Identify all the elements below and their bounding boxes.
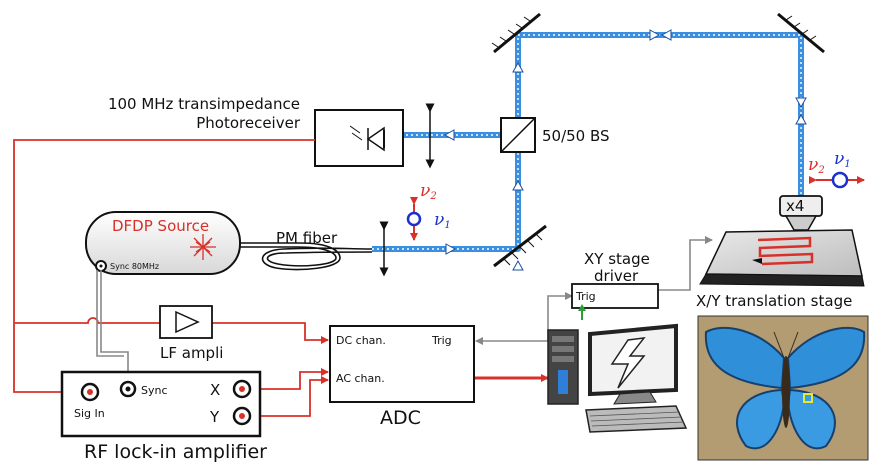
y-output-connector-icon (232, 406, 252, 426)
x-output-connector-icon (232, 379, 252, 399)
xy-driver-label-line2: driver (594, 267, 639, 285)
y-output-label: Y (209, 408, 220, 426)
nu1-label-left: ν1 (434, 210, 451, 231)
sig-in-label: Sig In (74, 407, 105, 420)
butterfly-photo (697, 315, 869, 461)
nu2-label-left: ν2 (420, 181, 437, 202)
pm-fiber-coil (240, 242, 373, 271)
mirror-top-left (491, 12, 541, 54)
sync-connector-icon (95, 260, 107, 272)
lf-ampli-label: LF ampli (160, 344, 223, 362)
translation-stage (699, 229, 865, 287)
polarization-symbol-left: ν2 ν1 (406, 181, 451, 241)
x-output-label: X (210, 381, 220, 399)
polarization-symbol-right: ν2 ν1 (808, 149, 865, 189)
photoreceiver-label-line2: Photoreceiver (196, 114, 301, 132)
mirror-top-right (777, 12, 825, 54)
adc-box (329, 325, 475, 403)
sync-80mhz-label: Sync 80MHz (110, 262, 159, 271)
laser-beam-path (372, 29, 807, 271)
xy-driver-box (571, 283, 659, 309)
photodiode-icon (349, 125, 385, 152)
adc-trig-label: Trig (431, 334, 452, 347)
dfdp-source-label: DFDP Source (112, 217, 209, 235)
photoreceiver-label-line1: 100 MHz transimpedance (108, 95, 300, 113)
trig-arrowhead-icon (578, 304, 586, 311)
rf-cables (13, 139, 329, 417)
beamsplitter-label: 50/50 BS (542, 127, 610, 145)
sig-in-connector-icon (80, 382, 100, 402)
beamsplitter-cube (500, 117, 536, 153)
nu2-label-right: ν2 (808, 155, 825, 176)
pm-fiber-label: PM fiber (276, 229, 338, 247)
amplifier-triangle-icon (175, 310, 200, 334)
lockin-amplifier-box (60, 370, 262, 438)
laser-emission-icon (190, 234, 216, 260)
sync-label: Sync (141, 384, 168, 397)
xy-driver-label-line1: XY stage (584, 250, 650, 268)
mirror-bottom (493, 224, 547, 268)
sync-connector-lockin-icon (119, 380, 137, 398)
translation-stage-label: X/Y translation stage (696, 292, 852, 310)
lockin-label: RF lock-in amplifier (84, 441, 267, 463)
driver-trig-label: Trig (575, 290, 596, 303)
adc-label: ADC (380, 407, 421, 429)
dc-chan-label: DC chan. (336, 334, 386, 347)
ac-chan-label: AC chan. (336, 372, 385, 385)
objective-lens (779, 195, 823, 231)
signal-cables (96, 236, 713, 381)
computer-icon (547, 323, 688, 433)
nu1-label-right: ν1 (834, 149, 851, 170)
objective-label: x4 (786, 197, 804, 215)
